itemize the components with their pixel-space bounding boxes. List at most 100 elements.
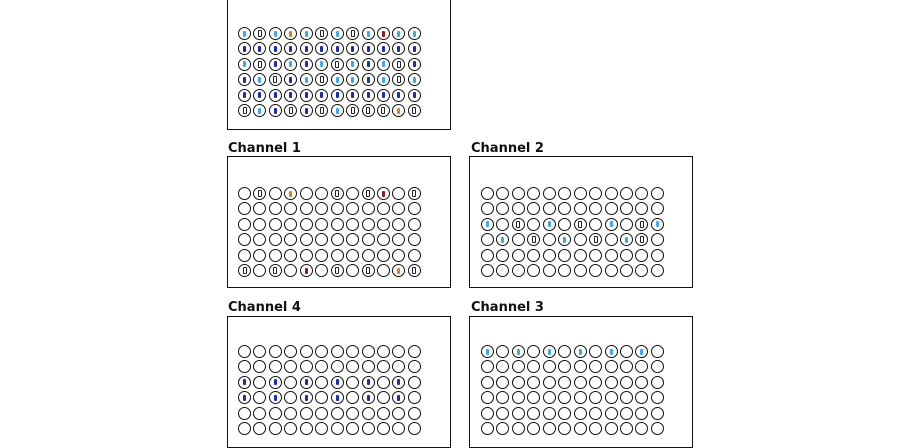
well-D5 — [299, 73, 313, 87]
well-E3 — [268, 406, 282, 420]
well-D7 — [573, 233, 587, 247]
well-F1 — [481, 422, 494, 436]
well-C9 — [604, 375, 618, 389]
sample-marker-icon — [320, 92, 324, 99]
well-D10 — [376, 391, 390, 405]
well-A4 — [284, 27, 298, 40]
sample-marker-icon — [397, 379, 401, 386]
well-D2 — [496, 233, 510, 247]
well-D6 — [315, 233, 329, 247]
well-A12 — [407, 345, 421, 358]
well-F6 — [315, 264, 329, 278]
well-E8 — [589, 406, 603, 420]
sample-marker-icon — [381, 76, 385, 83]
well-C1 — [238, 217, 251, 231]
well-C10 — [376, 375, 390, 389]
well-D5 — [299, 233, 313, 247]
well-B5 — [542, 202, 556, 216]
well-C8 — [346, 375, 360, 389]
sample-marker-icon — [578, 220, 583, 228]
well-A3 — [268, 345, 282, 358]
well-E9 — [361, 88, 375, 102]
well-D5 — [542, 233, 556, 247]
well-D12 — [407, 391, 421, 405]
well-D10 — [619, 391, 633, 405]
well-E10 — [376, 248, 390, 262]
well-F3 — [511, 264, 525, 278]
well-F8 — [346, 264, 360, 278]
well-D1 — [481, 391, 494, 405]
sample-marker-icon — [304, 379, 308, 386]
well-A10 — [376, 27, 390, 40]
well-D6 — [558, 391, 572, 405]
sample-marker-icon — [273, 394, 277, 401]
well-C4 — [284, 375, 298, 389]
well-D3 — [511, 391, 525, 405]
plate-channel-4 — [238, 345, 421, 436]
well-F3 — [268, 104, 282, 118]
well-D6 — [315, 73, 329, 87]
well-E10 — [619, 248, 633, 262]
sample-marker-icon — [273, 92, 277, 99]
well-A6 — [558, 345, 572, 358]
well-D2 — [253, 73, 267, 87]
well-E12 — [650, 406, 664, 420]
sample-marker-icon — [273, 76, 278, 84]
title-channel-4: Channel 4 — [228, 300, 301, 315]
well-C7 — [330, 217, 344, 231]
well-B12 — [650, 360, 664, 374]
well-C1 — [481, 217, 494, 231]
sample-marker-icon — [381, 107, 386, 115]
well-C11 — [392, 57, 406, 71]
well-D2 — [253, 233, 267, 247]
well-D1 — [238, 391, 251, 405]
well-A2 — [496, 345, 510, 358]
well-A7 — [330, 27, 344, 40]
well-A11 — [392, 345, 406, 358]
well-A11 — [635, 345, 649, 358]
well-B3 — [268, 42, 282, 56]
well-C2 — [253, 375, 267, 389]
well-D6 — [315, 391, 329, 405]
well-E6 — [315, 88, 329, 102]
well-B9 — [361, 360, 375, 374]
well-D12 — [407, 233, 421, 247]
well-C12 — [650, 375, 664, 389]
well-B5 — [299, 202, 313, 216]
well-D8 — [589, 391, 603, 405]
sample-marker-icon — [366, 190, 370, 197]
sample-marker-icon — [547, 221, 551, 228]
sample-marker-icon — [243, 76, 246, 83]
sample-marker-icon — [273, 61, 277, 68]
well-F7 — [330, 104, 344, 118]
well-F6 — [315, 422, 329, 436]
sample-marker-icon — [351, 45, 355, 52]
sample-marker-icon — [397, 30, 401, 37]
title-channel-1: Channel 1 — [228, 141, 301, 156]
sample-marker-icon — [486, 348, 489, 355]
well-F9 — [361, 104, 375, 118]
well-F8 — [346, 104, 360, 118]
well-D6 — [558, 233, 572, 247]
well-D7 — [330, 391, 344, 405]
well-B9 — [604, 202, 618, 216]
well-B10 — [376, 360, 390, 374]
well-A12 — [407, 27, 421, 40]
sample-marker-icon — [335, 92, 339, 99]
sample-marker-icon — [351, 92, 355, 99]
well-C6 — [315, 57, 329, 71]
well-E11 — [635, 248, 649, 262]
well-B1 — [481, 202, 494, 216]
sample-marker-icon — [578, 348, 582, 355]
sample-marker-icon — [655, 221, 659, 228]
well-F6 — [558, 264, 572, 278]
well-D11 — [392, 73, 406, 87]
well-B5 — [299, 42, 313, 56]
well-C2 — [496, 217, 510, 231]
well-C10 — [619, 217, 633, 231]
well-B3 — [268, 360, 282, 374]
sample-marker-icon — [320, 45, 324, 52]
well-A8 — [589, 345, 603, 358]
well-F9 — [361, 422, 375, 436]
sample-marker-icon — [366, 76, 370, 83]
